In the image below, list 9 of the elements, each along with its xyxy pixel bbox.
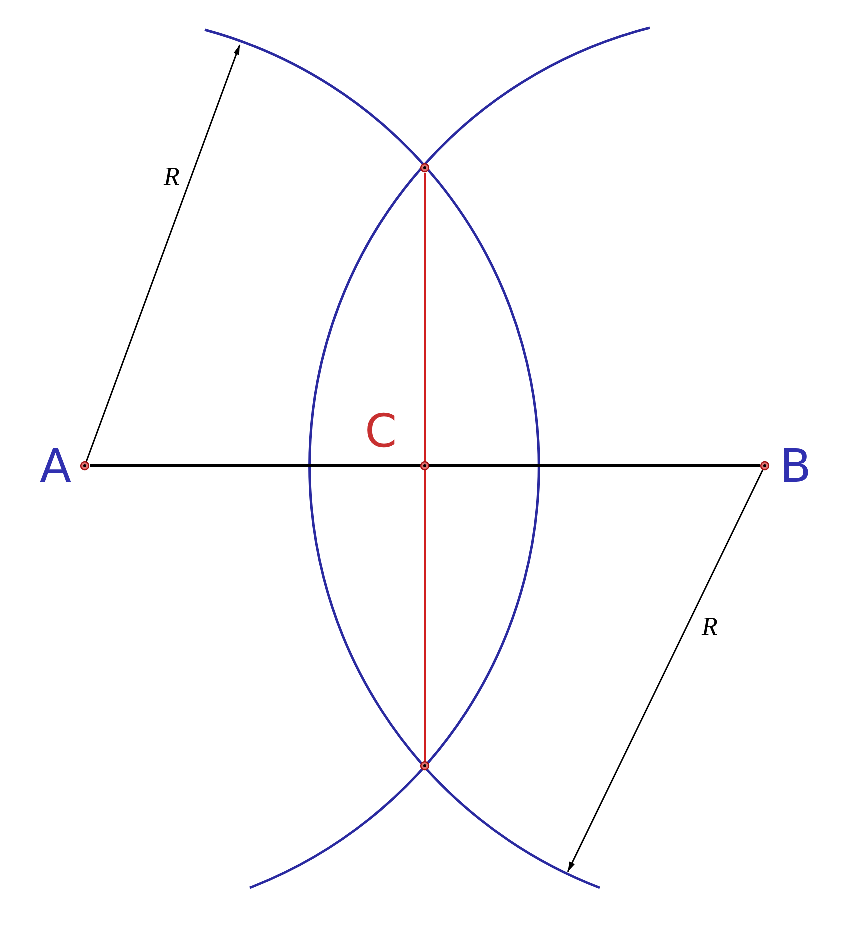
- intersection-point: [420, 163, 430, 173]
- dimension-label: R: [702, 614, 718, 640]
- line-segment: [90, 464, 760, 468]
- intersection-point: [420, 761, 430, 771]
- point-label: C: [365, 408, 398, 454]
- dimension-label: R: [164, 164, 180, 190]
- point-label: A: [40, 443, 72, 489]
- point-label: B: [780, 443, 812, 489]
- line-segment: [424, 173, 426, 761]
